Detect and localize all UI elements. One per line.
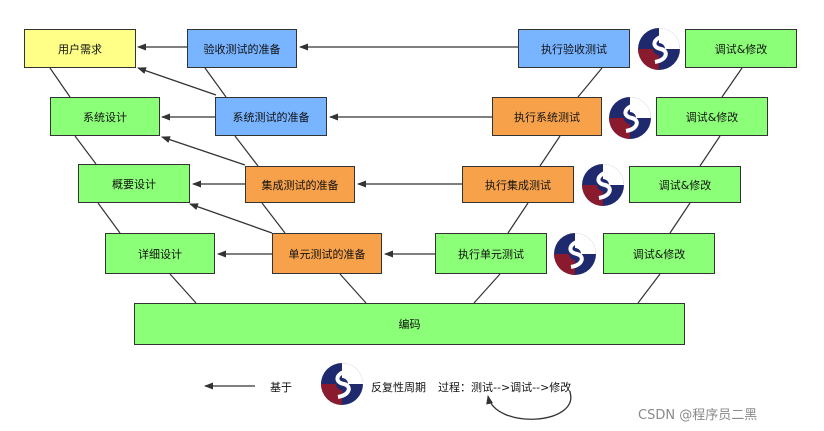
legend-process-label: 过程：测试-->调试-->修改 <box>438 381 572 394</box>
unit-test-exec-label: 执行单元测试 <box>458 247 524 261</box>
detail-design-label: 详细设计 <box>138 247 182 261</box>
unit-test-prep-box: 单元测试的准备 <box>272 233 382 274</box>
system-test-exec-box: 执行系统测试 <box>492 97 602 136</box>
debug-modify-box-1: 调试&修改 <box>685 29 797 68</box>
acceptance-test-prep-label: 验收测试的准备 <box>203 42 281 56</box>
outline-design-label: 概要设计 <box>112 177 156 191</box>
relation-arrows <box>137 43 518 390</box>
requirements-box: 用户需求 <box>24 29 136 68</box>
integration-test-exec-box: 执行集成测试 <box>462 166 574 203</box>
integration-test-prep-box: 集成测试的准备 <box>245 166 355 203</box>
cycle-icon <box>554 233 596 275</box>
debug-modify-label-3: 调试&修改 <box>658 178 712 192</box>
system-design-box: 系统设计 <box>50 97 160 136</box>
integration-test-exec-label: 执行集成测试 <box>485 178 551 192</box>
cycle-curve-arrow <box>486 391 572 420</box>
detail-design-box: 详细设计 <box>105 233 215 274</box>
cycle-icon <box>609 97 651 139</box>
v-connector-lines <box>49 67 743 304</box>
requirements-label: 用户需求 <box>58 42 102 56</box>
debug-modify-box-3: 调试&修改 <box>629 166 741 203</box>
system-test-exec-label: 执行系统测试 <box>514 110 580 124</box>
debug-modify-label-4: 调试&修改 <box>632 247 686 261</box>
unit-test-prep-label: 单元测试的准备 <box>288 247 366 261</box>
unit-test-exec-box: 执行单元测试 <box>435 233 547 274</box>
cycle-icon <box>638 28 680 70</box>
legend-cycle-icon <box>321 363 363 405</box>
acceptance-test-prep-box: 验收测试的准备 <box>187 29 297 68</box>
debug-modify-label-2: 调试&修改 <box>685 110 739 124</box>
coding-box: 编码 <box>134 303 685 345</box>
outline-design-box: 概要设计 <box>78 164 190 203</box>
acceptance-test-exec-box: 执行验收测试 <box>518 29 630 68</box>
debug-modify-box-4: 调试&修改 <box>603 233 715 274</box>
system-test-prep-box: 系统测试的准备 <box>215 97 327 136</box>
debug-modify-label-1: 调试&修改 <box>714 42 768 56</box>
debug-modify-box-2: 调试&修改 <box>656 97 768 136</box>
legend-cycle-label: 反复性周期 <box>371 381 426 394</box>
system-test-prep-label: 系统测试的准备 <box>232 110 310 124</box>
integration-test-prep-label: 集成测试的准备 <box>261 178 339 192</box>
cycle-icon <box>582 164 624 206</box>
coding-label: 编码 <box>398 318 421 331</box>
acceptance-test-exec-label: 执行验收测试 <box>541 42 607 56</box>
system-design-label: 系统设计 <box>83 110 127 124</box>
legend-arrow-label: 基于 <box>270 381 292 394</box>
watermark-text: CSDN @程序员二黑 <box>638 408 758 423</box>
